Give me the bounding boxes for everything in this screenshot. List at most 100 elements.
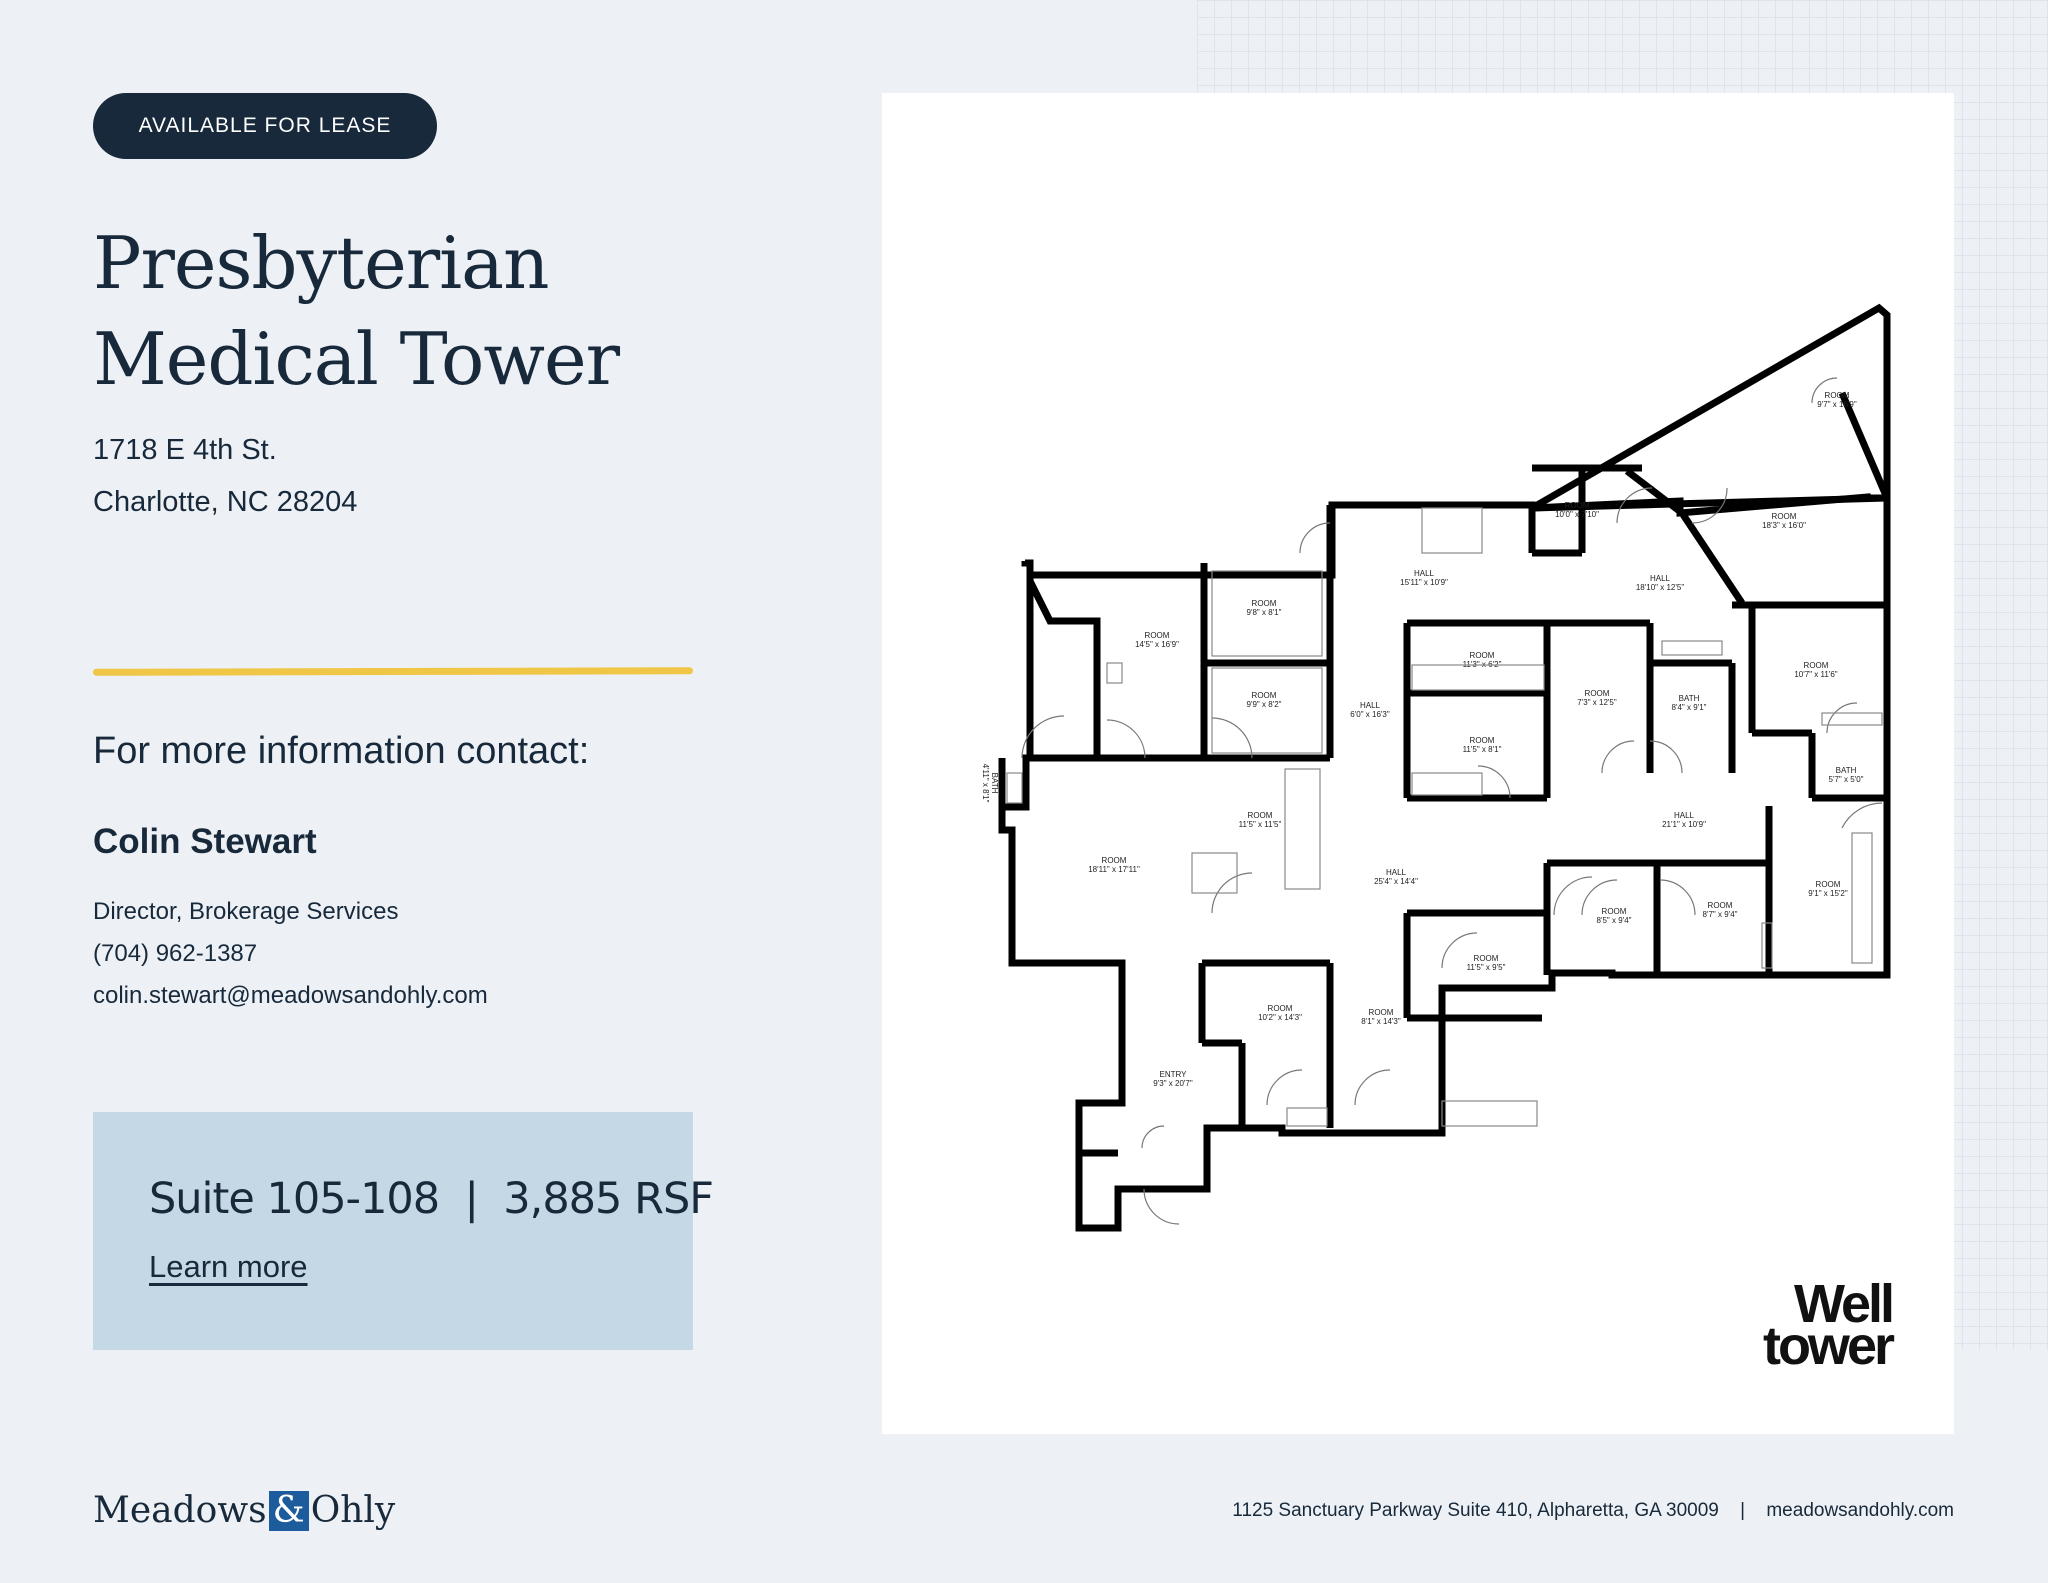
contact-name: Colin Stewart bbox=[93, 822, 317, 861]
welltower-logo-line1: Well bbox=[1793, 1274, 1895, 1334]
room-dim: 14'5" x 16'9" bbox=[1135, 640, 1179, 649]
brand-logo[interactable]: Meadows & Ohly bbox=[93, 1490, 395, 1531]
fixture bbox=[1284, 768, 1321, 890]
room-dim: 8'1" x 14'3" bbox=[1361, 1017, 1401, 1026]
room-label: HALL bbox=[1414, 569, 1435, 578]
page-title: Presbyterian Medical Tower bbox=[93, 215, 620, 407]
room-dim: 10'2" x 14'3" bbox=[1258, 1013, 1302, 1022]
fixture bbox=[1661, 640, 1723, 656]
fixture bbox=[1211, 667, 1323, 754]
fixture bbox=[1106, 662, 1123, 684]
room-label: ROOM bbox=[1470, 651, 1495, 660]
room-label: HALL bbox=[1674, 811, 1695, 820]
welltower-logo: Well tower bbox=[1742, 1274, 1895, 1376]
footer-info: 1125 Sanctuary Parkway Suite 410, Alphar… bbox=[1232, 1500, 1954, 1522]
fixture bbox=[1411, 772, 1483, 796]
door-swing bbox=[1211, 717, 1253, 759]
room-dim: 6'0" x 16'3" bbox=[1350, 710, 1390, 719]
title-line-1: Presbyterian bbox=[93, 221, 549, 305]
fixture bbox=[1851, 832, 1873, 964]
brand-logo-right: Ohly bbox=[310, 1490, 396, 1531]
room-dim: 11'5" x 8'1" bbox=[1463, 745, 1502, 754]
room-label: ROOM bbox=[1825, 391, 1850, 400]
room-dim: 4'11" x 8'1" bbox=[981, 764, 990, 803]
floorplan-card: ROOM 9'7" x 16'9" ROOM 10'0" x 7'10" ROO… bbox=[882, 93, 1954, 1434]
room-dim: 8'5" x 9'4" bbox=[1597, 916, 1632, 925]
room-label: BATH bbox=[1679, 694, 1700, 703]
room-dim: 11'5" x 9'5" bbox=[1467, 963, 1506, 972]
address-line-2: Charlotte, NC 28204 bbox=[93, 486, 358, 518]
room-label: ROOM bbox=[1474, 954, 1499, 963]
room-dim: 9'9" x 8'2" bbox=[1247, 700, 1282, 709]
contact-phone[interactable]: (704) 962-1387 bbox=[93, 940, 258, 967]
door-swing bbox=[1211, 872, 1253, 914]
door-swing bbox=[1649, 740, 1683, 774]
room-label: ROOM bbox=[1816, 880, 1841, 889]
fixture bbox=[1191, 852, 1238, 894]
footer-address: 1125 Sanctuary Parkway Suite 410, Alphar… bbox=[1232, 1500, 1719, 1521]
welltower-logo-line2: tower bbox=[1762, 1316, 1895, 1376]
room-dim: 18'11" x 17'11" bbox=[1088, 865, 1140, 874]
wall-room-left bbox=[1026, 579, 1101, 758]
brand-logo-left: Meadows bbox=[93, 1490, 267, 1531]
wall-partition bbox=[1838, 391, 1891, 500]
title-line-2: Medical Tower bbox=[93, 317, 620, 401]
learn-more-link[interactable]: Learn more bbox=[149, 1249, 308, 1284]
room-dim: 15'11" x 10'9" bbox=[1400, 578, 1448, 587]
room-label: ROOM bbox=[1248, 811, 1273, 820]
room-label: HALL bbox=[1360, 701, 1381, 710]
brand-logo-ampersand: & bbox=[268, 1490, 309, 1531]
footer-website[interactable]: meadowsandohly.com bbox=[1766, 1500, 1954, 1521]
room-label: ROOM bbox=[1252, 599, 1277, 608]
address-line-1: 1718 E 4th St. bbox=[93, 434, 277, 466]
suite-title: Suite 105-108 | 3,885 RSF bbox=[149, 1174, 714, 1224]
room-dim: 8'4" x 9'1" bbox=[1672, 703, 1707, 712]
fixture bbox=[1286, 1107, 1328, 1127]
fixture bbox=[1006, 772, 1023, 804]
fixture bbox=[1411, 664, 1545, 691]
room-label: ROOM bbox=[1369, 1008, 1394, 1017]
room-label: ROOM bbox=[1252, 691, 1277, 700]
room-label: ROOM bbox=[1585, 689, 1610, 698]
fixture bbox=[1421, 507, 1483, 554]
room-dim: 7'3" x 12'5" bbox=[1577, 698, 1617, 707]
door-swing bbox=[1811, 377, 1838, 404]
door-swing bbox=[1477, 765, 1511, 799]
status-badge: AVAILABLE FOR LEASE bbox=[93, 93, 437, 159]
room-dim: 11'5" x 11'5" bbox=[1239, 820, 1282, 829]
fixture bbox=[1441, 1100, 1538, 1127]
room-label: ENTRY bbox=[1160, 1070, 1188, 1079]
door-swing bbox=[1601, 740, 1635, 774]
room-label: ROOM bbox=[1145, 631, 1170, 640]
door-swing bbox=[1141, 1125, 1165, 1149]
wall-partition bbox=[1624, 468, 1685, 516]
room-label: ROOM bbox=[1602, 907, 1627, 916]
wall-partition bbox=[1679, 511, 1745, 605]
door-swing bbox=[1841, 802, 1883, 829]
door-swing bbox=[1616, 487, 1653, 524]
contact-email[interactable]: colin.stewart@meadowsandohly.com bbox=[93, 982, 488, 1009]
fixture bbox=[1821, 712, 1883, 726]
door-swing bbox=[1691, 487, 1728, 524]
suite-card: Suite 105-108 | 3,885 RSF Learn more bbox=[93, 1112, 714, 1350]
door-swing bbox=[1826, 702, 1858, 734]
door-swing bbox=[1143, 1188, 1180, 1225]
room-dim: 10'0" x 7'10" bbox=[1555, 510, 1599, 519]
room-dim: 9'8" x 8'1" bbox=[1247, 608, 1282, 617]
door-swing bbox=[1299, 522, 1331, 554]
wall-outline bbox=[998, 494, 1891, 1232]
door-swing bbox=[1441, 932, 1478, 969]
fixture bbox=[1761, 922, 1773, 969]
room-label: ROOM bbox=[1102, 856, 1127, 865]
room-label: HALL bbox=[1386, 868, 1407, 877]
room-label: BATH bbox=[990, 773, 999, 794]
room-label: ROOM bbox=[1565, 501, 1590, 510]
door-swing bbox=[1106, 719, 1146, 759]
room-dim: 18'3" x 16'0" bbox=[1762, 521, 1806, 530]
room-dim: 21'1" x 10'9" bbox=[1662, 820, 1706, 829]
door-swing bbox=[1266, 1069, 1303, 1106]
room-dim: 10'7" x 11'6" bbox=[1794, 670, 1837, 679]
room-label: HALL bbox=[1650, 574, 1671, 583]
room-label: ROOM bbox=[1772, 512, 1797, 521]
room-dim: 9'1" x 15'2" bbox=[1808, 889, 1848, 898]
